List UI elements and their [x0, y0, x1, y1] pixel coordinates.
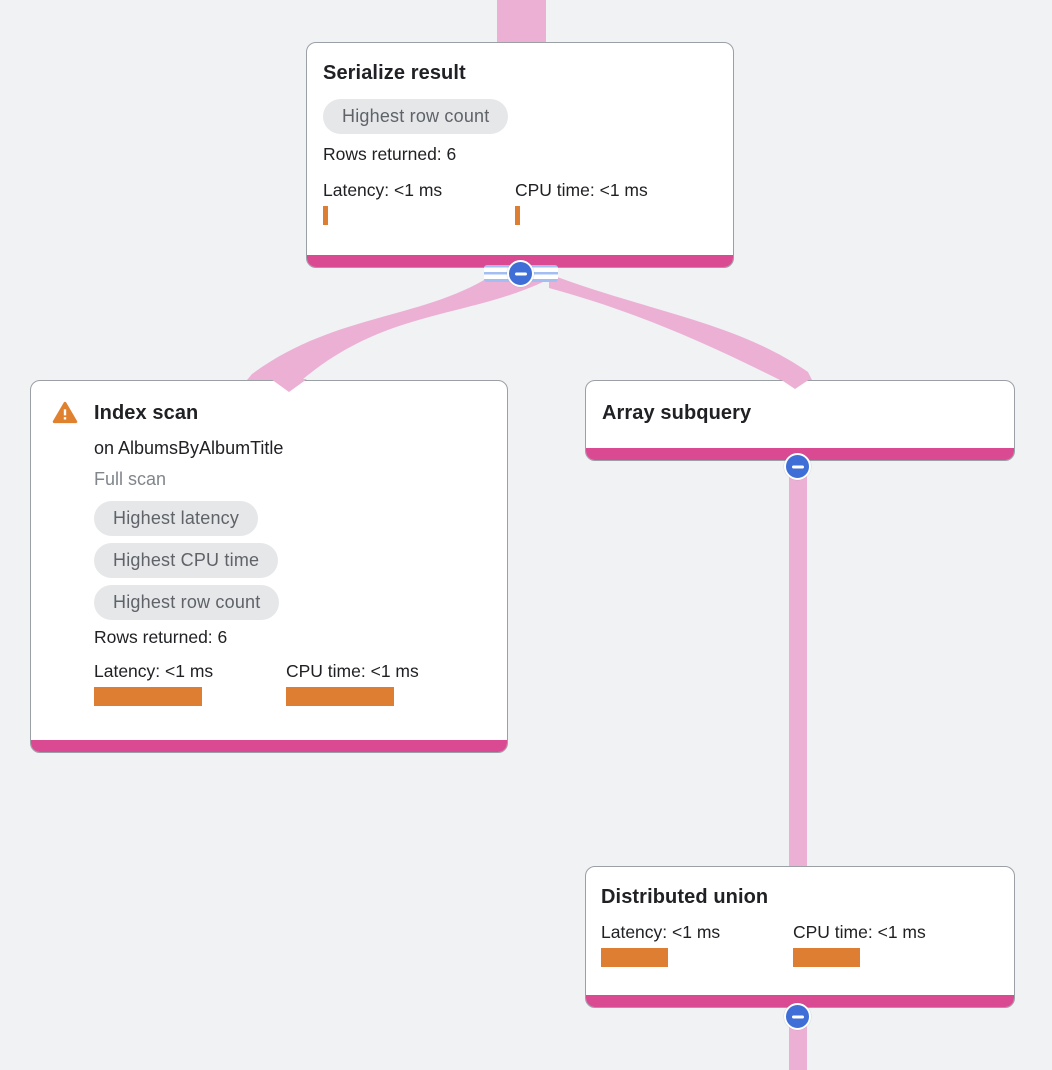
badge-highest-cpu-time: Highest CPU time	[94, 543, 279, 578]
latency-bar	[323, 206, 328, 225]
badge-highest-row-count: Highest row count	[94, 585, 280, 620]
node-subtitle: on AlbumsByAlbumTitle	[94, 438, 284, 458]
latency-metric: Latency: <1 ms	[94, 660, 286, 706]
minus-icon	[791, 465, 804, 468]
node-title: Array subquery	[602, 402, 752, 424]
rows-returned-text: Rows returned: 6	[323, 144, 457, 164]
cpu-time-label: CPU time: <1 ms	[793, 922, 926, 942]
minus-icon	[514, 272, 527, 275]
minus-icon	[791, 1015, 804, 1018]
latency-label: Latency: <1 ms	[94, 661, 214, 681]
node-title: Serialize result	[323, 62, 466, 84]
latency-bar	[94, 687, 202, 706]
latency-label: Latency: <1 ms	[323, 180, 443, 200]
arrowhead-array-subquery	[780, 379, 810, 389]
cpu-time-label: CPU time: <1 ms	[286, 661, 419, 681]
latency-metric: Latency: <1 ms	[323, 179, 515, 225]
badge-highest-row-count: Highest row count	[323, 99, 509, 134]
node-title: Distributed union	[601, 886, 769, 908]
cpu-time-label: CPU time: <1 ms	[515, 180, 648, 200]
cpu-metric: CPU time: <1 ms	[793, 921, 985, 967]
cpu-metric: CPU time: <1 ms	[515, 179, 707, 225]
rows-returned-text: Rows returned: 6	[94, 627, 228, 647]
edge-array-subquery-to-distributed-union	[789, 452, 807, 866]
node-card-serialize-result[interactable]: Serialize result Highest row count Rows …	[306, 42, 734, 268]
arrowhead-index-scan	[271, 379, 307, 392]
cpu-time-bar	[793, 948, 860, 967]
edge-serialize-to-array-subquery	[549, 274, 812, 380]
node-card-array-subquery[interactable]: Array subquery	[585, 380, 1015, 461]
scan-type-text: Full scan	[94, 469, 167, 489]
cpu-time-bar	[286, 687, 394, 706]
cpu-metric: CPU time: <1 ms	[286, 660, 478, 706]
badge-highest-latency: Highest latency	[94, 501, 259, 536]
cpu-time-bar	[515, 206, 520, 225]
latency-label: Latency: <1 ms	[601, 922, 721, 942]
collapse-button-serialize-result[interactable]	[507, 260, 534, 287]
node-card-index-scan[interactable]: Index scan on AlbumsByAlbumTitle Full sc…	[30, 380, 508, 753]
card-accent-bar	[586, 995, 1014, 1007]
latency-bar	[601, 948, 668, 967]
node-card-distributed-union[interactable]: Distributed union Latency: <1 ms CPU tim…	[585, 866, 1015, 1008]
node-title: Index scan	[94, 402, 199, 424]
edge-top-to-serialize	[497, 0, 546, 44]
edge-serialize-to-index-scan	[247, 272, 543, 380]
card-accent-bar	[31, 740, 507, 752]
latency-metric: Latency: <1 ms	[601, 921, 793, 967]
collapse-button-array-subquery[interactable]	[784, 453, 811, 480]
collapse-button-distributed-union[interactable]	[784, 1003, 811, 1030]
warning-icon	[52, 401, 78, 424]
